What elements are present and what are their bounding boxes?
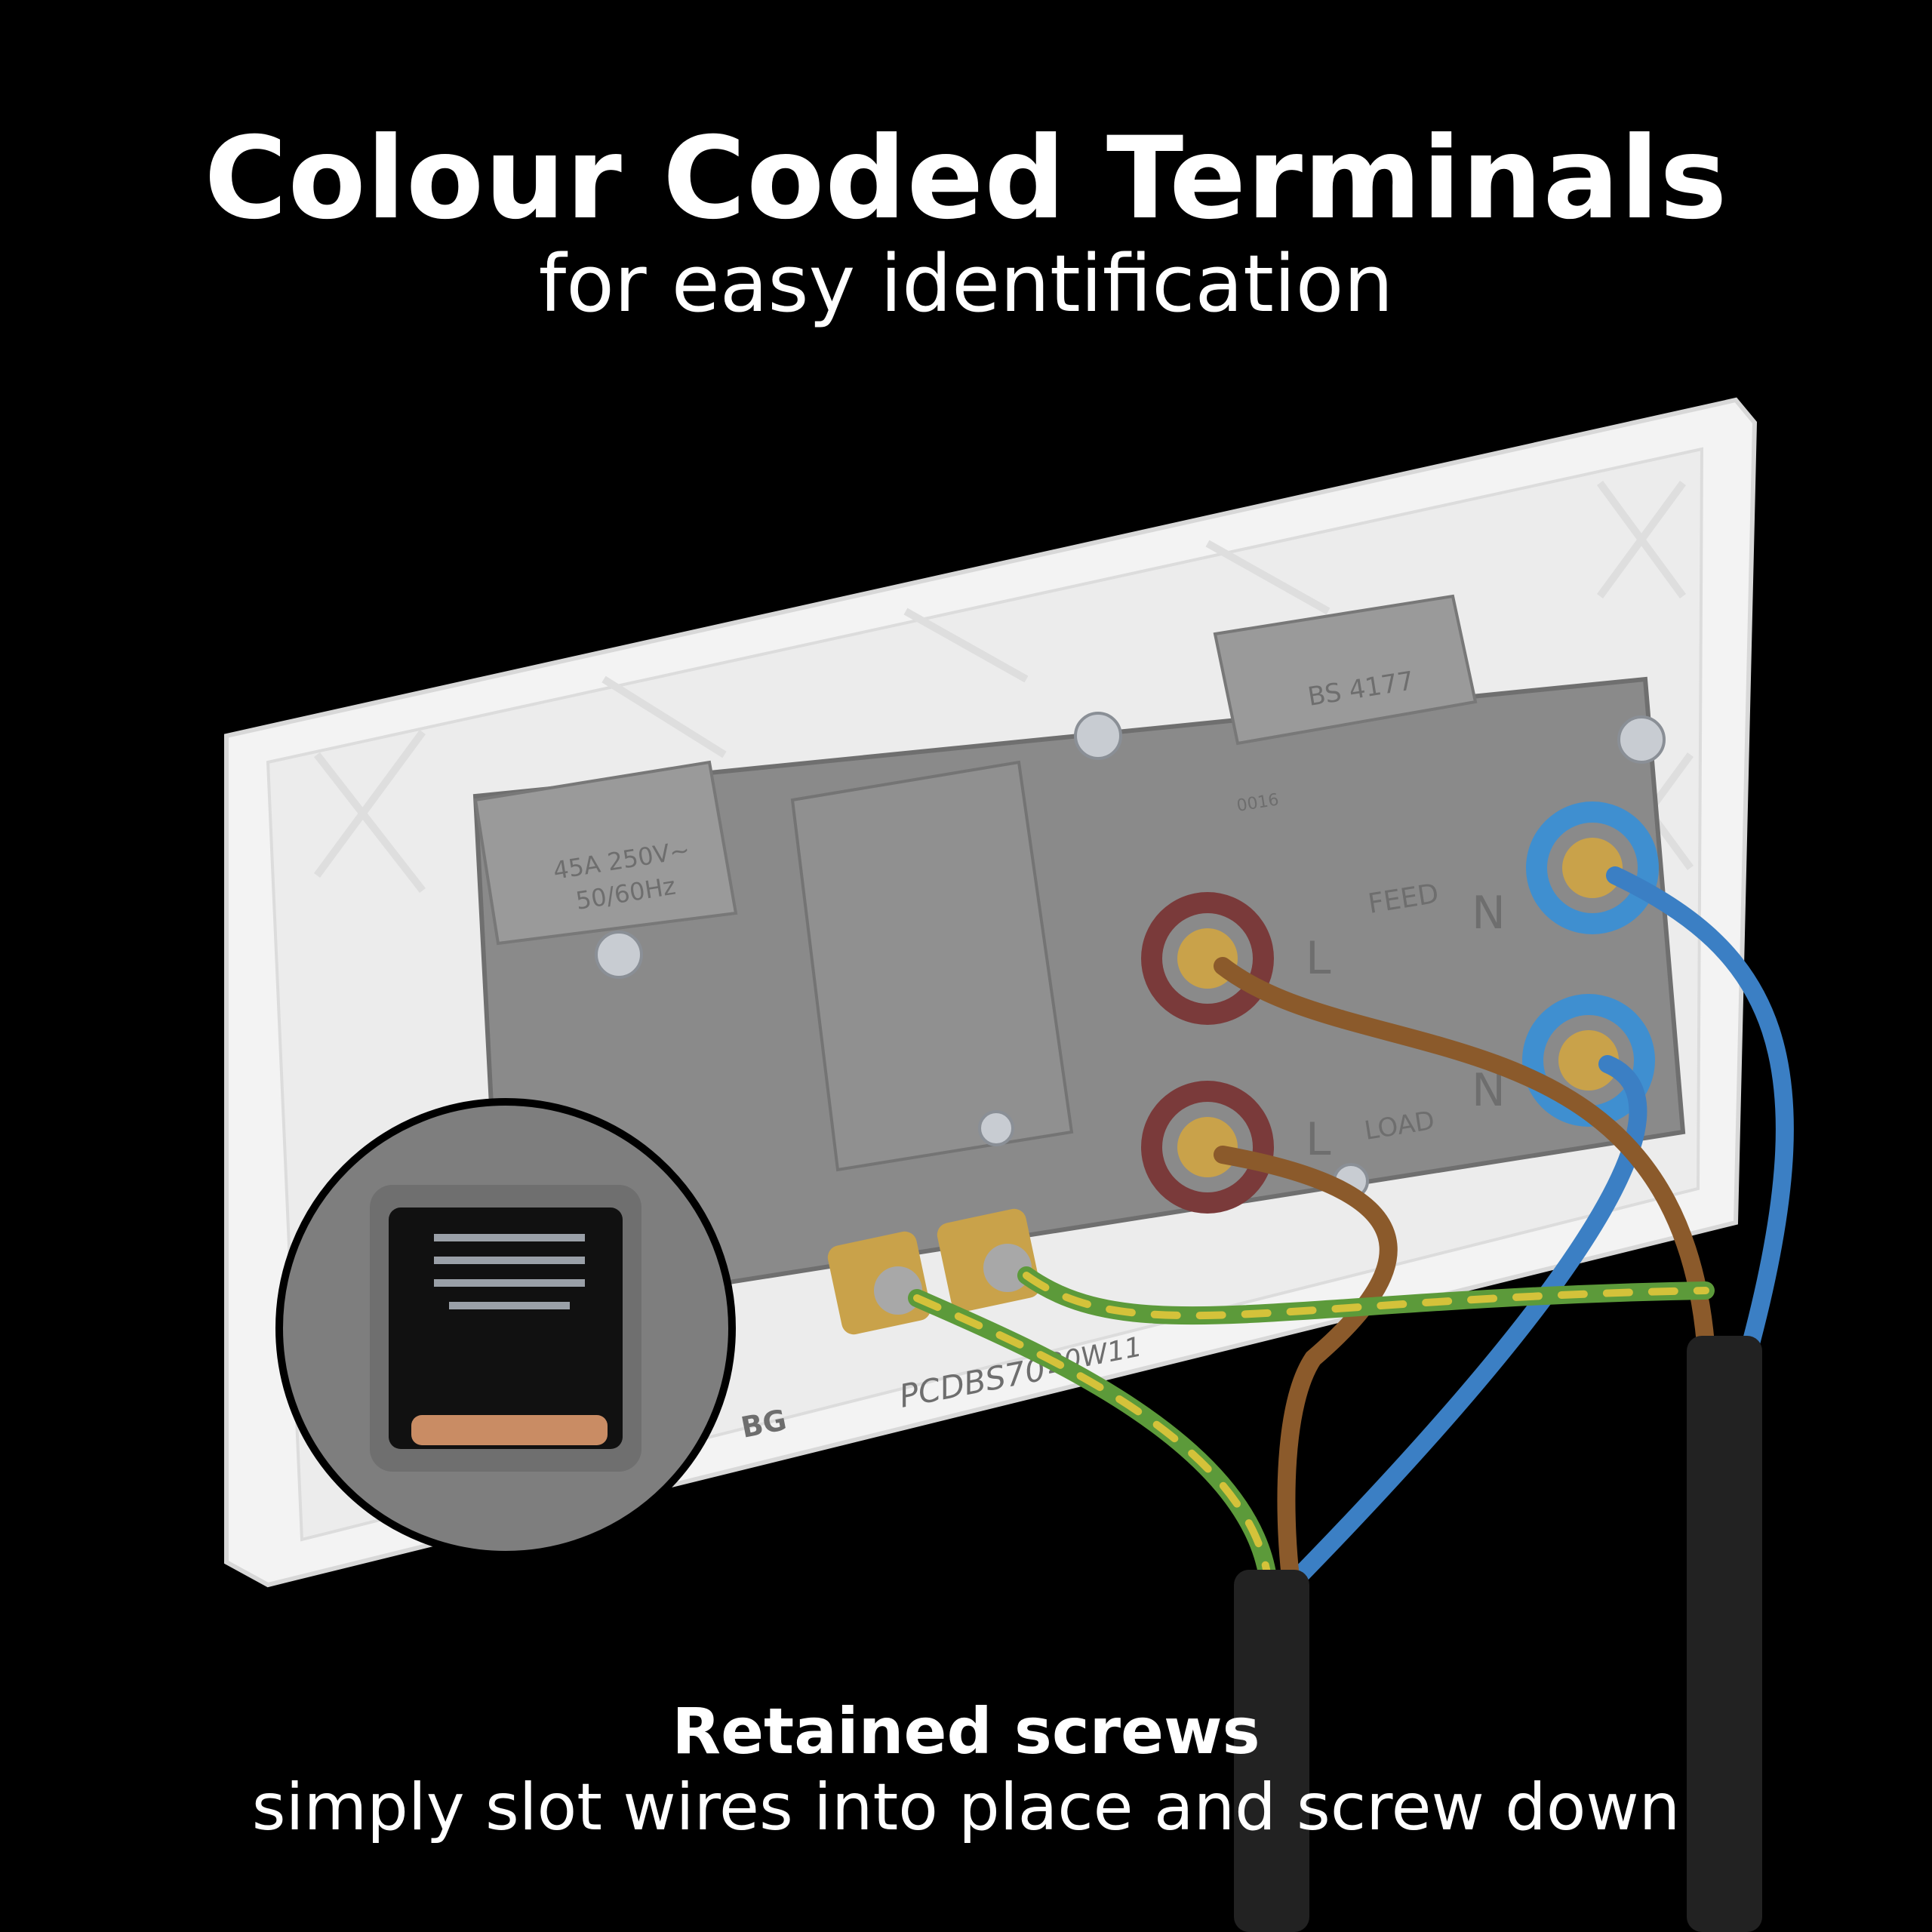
terminal-closeup-inset bbox=[275, 1098, 736, 1558]
caption-title: Retained screws bbox=[672, 1694, 1260, 1768]
rating-block bbox=[473, 760, 738, 946]
live-wire-load bbox=[1214, 1146, 1398, 1586]
earth-wire-1-stripe bbox=[913, 1294, 1272, 1581]
load-live-letter: L bbox=[1306, 1113, 1331, 1166]
feed-neutral-terminal bbox=[1526, 801, 1659, 934]
feed-live-letter: L bbox=[1306, 932, 1331, 985]
live-wire-feed bbox=[1214, 957, 1715, 1352]
cable-sheath-left bbox=[1234, 1570, 1309, 1932]
switch-body bbox=[790, 760, 1074, 1172]
feed-live-terminal bbox=[1141, 892, 1274, 1025]
neutral-wire-load bbox=[1289, 1055, 1647, 1586]
cable-sheath-right bbox=[1687, 1336, 1762, 1932]
wires bbox=[908, 866, 1794, 1586]
closeup-screw-thread bbox=[434, 1234, 585, 1309]
headline-subtitle: for easy identification bbox=[538, 238, 1394, 330]
neutral-wire-feed bbox=[1606, 866, 1794, 1352]
load-live-terminal bbox=[1141, 1081, 1274, 1214]
headline-title: Colour Coded Terminals bbox=[204, 113, 1728, 245]
caption-body: simply slot wires into place and screw d… bbox=[251, 1770, 1681, 1845]
feed-neutral-letter: N bbox=[1472, 887, 1506, 940]
earth-wire-2-stripe bbox=[1023, 1272, 1709, 1320]
closeup-copper-conductor bbox=[411, 1415, 608, 1445]
standard-block bbox=[1213, 594, 1478, 746]
